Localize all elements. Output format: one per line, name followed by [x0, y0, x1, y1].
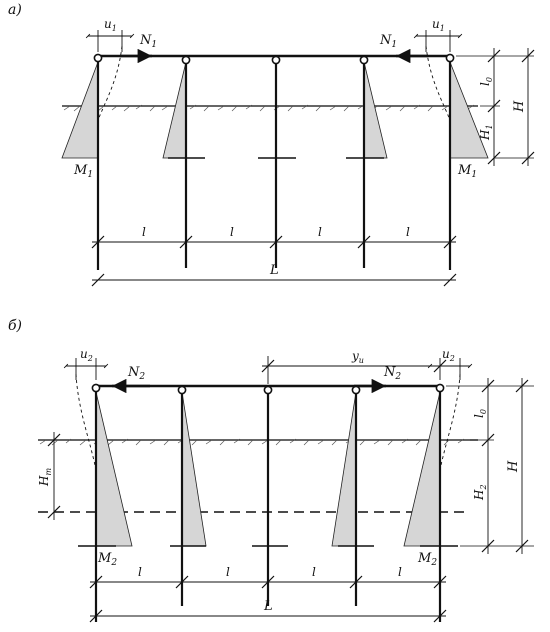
svg-text:l: l [406, 225, 410, 239]
svg-text:Hт: Hт [37, 468, 53, 487]
force-label-a-right: N1 [379, 33, 397, 50]
svg-text:L: L [263, 599, 273, 614]
span-dims-b: l l l l L [89, 565, 447, 623]
svg-text:u1: u1 [432, 17, 445, 33]
hinge-a-3 [271, 55, 281, 65]
hinge-a-1 [93, 53, 103, 63]
svg-text:l: l [398, 565, 402, 579]
moment-diagram-a-2 [162, 61, 187, 159]
svg-text:l0: l0 [478, 77, 494, 86]
force-label-b-right: N2 [383, 365, 401, 382]
moment-label-b-left: M2 [97, 551, 117, 568]
moment-diagram-a-5 [449, 61, 489, 159]
svg-text:l: l [138, 565, 142, 579]
panel-a-label: а) [8, 2, 22, 18]
hinge-a-5 [445, 53, 455, 63]
svg-text:l: l [226, 565, 230, 579]
deflected-shape-a-right [425, 45, 451, 121]
moment-diagram-a-1 [61, 61, 99, 159]
moment-diagram-b-4 [331, 391, 357, 547]
hinge-b-5 [435, 383, 445, 393]
svg-text:l0: l0 [472, 409, 488, 418]
panel-b: б) [8, 318, 534, 623]
svg-text:l: l [318, 225, 322, 239]
svg-text:H: H [512, 100, 527, 113]
displacement-dim-a-right: u1 [413, 17, 463, 52]
moment-diagram-b-2 [181, 391, 207, 547]
svg-text:H2: H2 [472, 484, 488, 501]
svg-text:u1: u1 [104, 17, 117, 33]
moment-label-a-right: M1 [457, 163, 477, 180]
moment-label-b-right: M2 [417, 551, 437, 568]
svg-text:H: H [506, 460, 521, 473]
svg-text:L: L [269, 263, 279, 278]
svg-text:u2: u2 [442, 347, 455, 363]
height-dims-b: l0 H2 H [446, 378, 534, 554]
displacement-dim-b-left: u2 [63, 347, 109, 380]
panel-b-label: б) [8, 318, 22, 334]
svg-text:l: l [142, 225, 146, 239]
ground-surface-b [38, 438, 478, 446]
panel-a: а) N1 N1 [8, 2, 535, 287]
moment-diagram-a-4 [363, 61, 388, 159]
water-level-dim-b: Hт [37, 432, 61, 520]
ground-surface-a [62, 104, 478, 112]
svg-text:u2: u2 [80, 347, 93, 363]
svg-text:yи: yи [351, 349, 364, 365]
moment-label-a-left: M1 [73, 163, 93, 180]
force-label-b-left: N2 [127, 365, 145, 382]
hinge-a-4 [359, 55, 369, 65]
moment-diagram-b-5 [403, 391, 441, 547]
deflected-shape-a-left [97, 45, 123, 121]
displacement-dim-a-left: u1 [85, 17, 135, 52]
deflection-dim-b: yи [261, 349, 447, 384]
svg-text:l: l [312, 565, 316, 579]
svg-text:H1: H1 [478, 124, 494, 141]
svg-text:l: l [230, 225, 234, 239]
displacement-dim-b-right: u2 [427, 347, 473, 380]
force-label-a-left: N1 [139, 33, 157, 50]
span-dims-a: l l l l L [91, 225, 457, 287]
height-dims-a: l0 H1 H [456, 48, 535, 166]
hinge-b-3 [263, 385, 273, 395]
hinge-a-2 [181, 55, 191, 65]
hinge-b-2 [177, 385, 187, 395]
hinge-b-4 [351, 385, 361, 395]
moment-diagram-b-1 [95, 391, 133, 547]
hinge-b-1 [91, 383, 101, 393]
